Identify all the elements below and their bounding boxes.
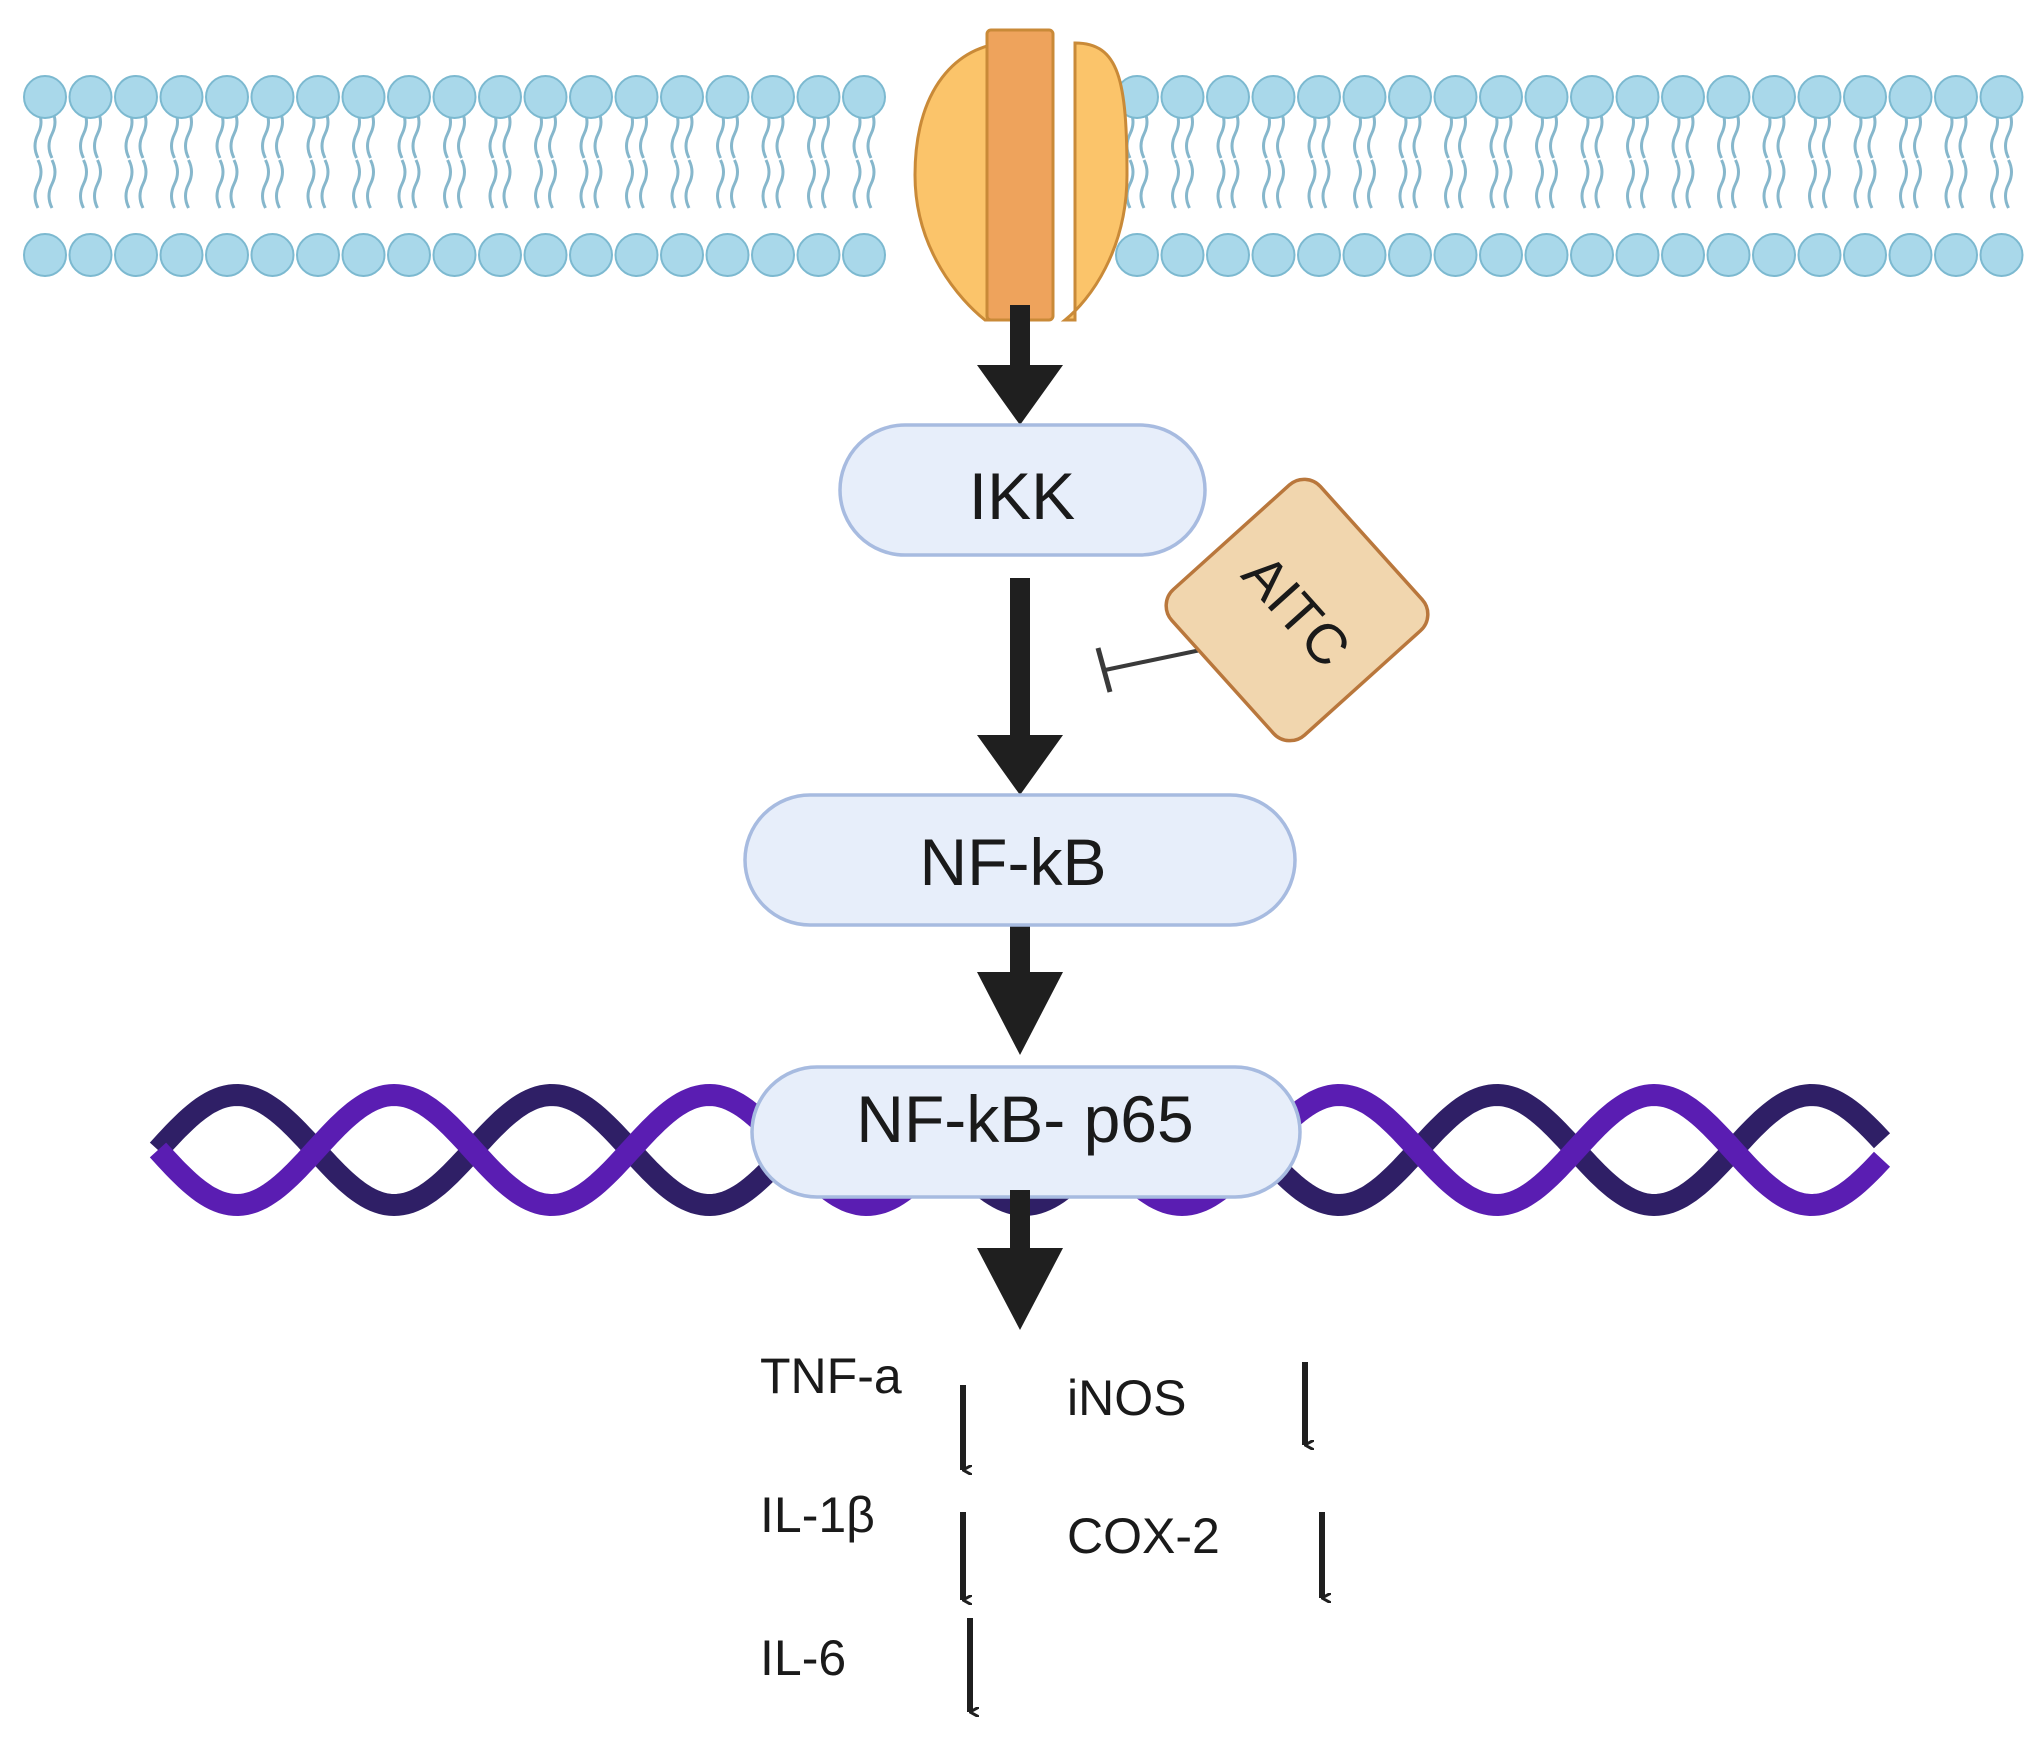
lipid-molecule — [478, 75, 522, 277]
lipid-molecule — [1752, 75, 1796, 277]
lipid-molecule — [1433, 75, 1478, 277]
lipid-molecule — [569, 75, 613, 277]
cell-membrane — [23, 75, 2024, 277]
lipid-molecule — [796, 75, 841, 277]
lipid-molecule — [1797, 75, 1842, 277]
lipid-molecule — [205, 75, 249, 277]
arrow-nfkb-to-p65 — [977, 925, 1063, 1055]
lipid-molecule — [1206, 75, 1250, 277]
receptor-right-half — [1060, 41, 1129, 322]
lipid-molecule — [1342, 75, 1387, 277]
lipid-molecule — [1888, 75, 1933, 277]
ikk-node: IKK — [838, 423, 1207, 557]
nfkb-node: NF-kB — [743, 793, 1297, 927]
tnf-label: TNF-a — [760, 1348, 902, 1404]
nfkb-p65-node: NF-kB- p65 — [750, 1065, 1302, 1199]
lipid-molecule — [23, 75, 67, 277]
lipid-molecule — [68, 75, 113, 277]
arrow-ikk-to-nfkb — [977, 578, 1063, 795]
nfkb-label: NF-kB — [920, 825, 1107, 899]
inos-label: iNOS — [1067, 1370, 1186, 1426]
receptor-pore — [985, 28, 1055, 322]
membrane-receptor-icon — [913, 28, 1129, 322]
output-cox2: COX-2 — [1067, 1508, 1322, 1598]
cox2-label: COX-2 — [1067, 1508, 1220, 1564]
lipid-molecule — [660, 75, 704, 277]
lipid-molecule — [842, 75, 886, 277]
lipid-molecule — [1297, 75, 1341, 277]
lipid-molecule — [341, 75, 386, 277]
lipid-molecule — [1570, 75, 1614, 277]
il1b-label: IL-1β — [760, 1487, 875, 1543]
lipid-molecule — [296, 75, 340, 277]
lipid-molecule — [1843, 75, 1887, 277]
lipid-molecule — [1934, 75, 1978, 277]
output-inos: iNOS — [1067, 1362, 1305, 1445]
il6-label: IL-6 — [760, 1630, 846, 1686]
lipid-molecule — [1615, 75, 1660, 277]
lipid-molecule — [1661, 75, 1705, 277]
lipid-molecule — [1979, 75, 2024, 277]
lipid-molecule — [1160, 75, 1205, 277]
ikk-label: IKK — [969, 459, 1075, 533]
nfkb-p65-label: NF-kB- p65 — [856, 1082, 1193, 1156]
lipid-molecule — [1524, 75, 1569, 277]
arrow-receptor-to-ikk — [977, 305, 1063, 425]
aitc-inhibitor-badge: AITC — [1164, 477, 1430, 743]
lipid-molecule — [114, 75, 158, 277]
lipid-molecule — [751, 75, 795, 277]
lipid-molecule — [705, 75, 750, 277]
lipid-molecule — [250, 75, 295, 277]
lipid-molecule — [614, 75, 659, 277]
lipid-molecule — [432, 75, 477, 277]
lipid-molecule — [159, 75, 204, 277]
arrow-p65-to-outputs — [977, 1190, 1063, 1330]
lipid-molecule — [1706, 75, 1751, 277]
lipid-molecule — [387, 75, 431, 277]
lipid-molecule — [1251, 75, 1296, 277]
lipid-molecule — [1388, 75, 1432, 277]
output-il6: IL-6 — [760, 1618, 970, 1712]
output-il1b: IL-1β — [760, 1487, 963, 1600]
lipid-molecule — [1479, 75, 1523, 277]
lipid-molecule — [523, 75, 568, 277]
output-tnf: TNF-a — [760, 1348, 963, 1470]
